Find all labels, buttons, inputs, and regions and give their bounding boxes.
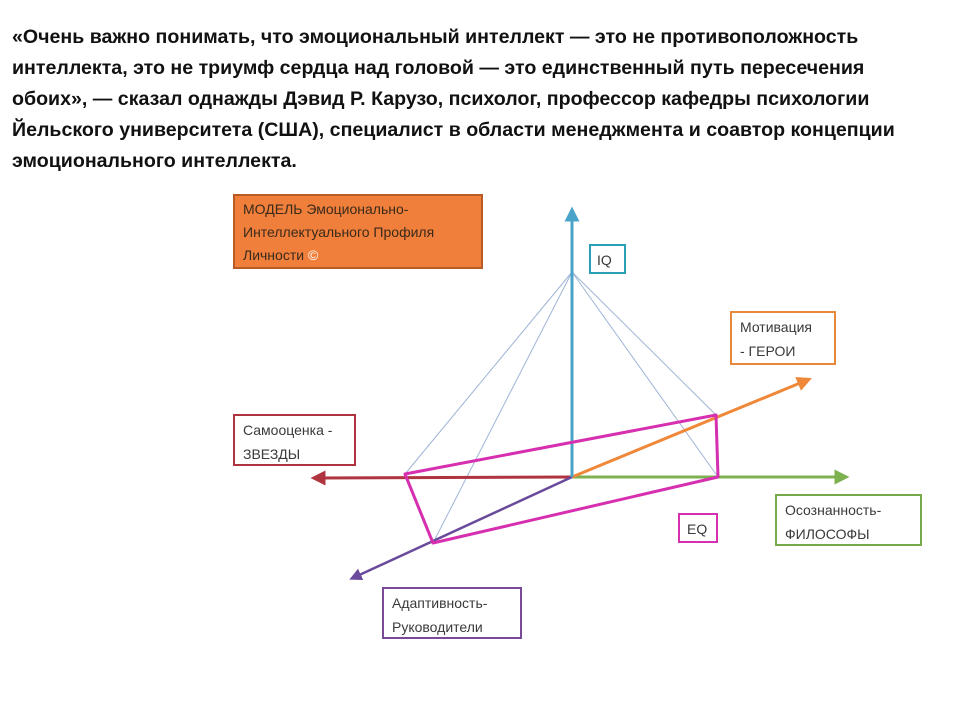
- quote-line-1: «Очень важно понимать, что эмоциональный…: [12, 26, 859, 48]
- quote-line-4: Йельского университета (США), специалист…: [12, 119, 895, 141]
- copyright-mark: ©: [307, 247, 319, 263]
- pyramid-line-front: [432, 271, 573, 544]
- quote-line-3: обоих», — сказал однажды Дэвид Р. Карузо…: [12, 88, 870, 110]
- quote-line-2: интеллекта, это не триумф сердца над гол…: [12, 57, 865, 79]
- adaptivity-label-line-2: Руководители: [392, 619, 483, 635]
- adaptivity-label-box: Адаптивность- Руководители: [382, 587, 522, 639]
- motivation-axis: [571, 376, 812, 479]
- model-title-box: МОДЕЛЬ Эмоционально- Интеллектуального П…: [233, 194, 483, 269]
- self-esteem-label-box: Самооценка - ЗВЕЗДЫ: [233, 414, 356, 466]
- profile-polygon: [403, 413, 720, 545]
- awareness-label-line-1: Осознанность-: [785, 502, 882, 518]
- pyramid-line-back: [571, 271, 717, 416]
- iq-label: IQ: [597, 252, 612, 268]
- model-title-line-1: МОДЕЛЬ Эмоционально-: [243, 201, 409, 217]
- adaptivity-axis: [349, 475, 573, 581]
- quote-text: «Очень важно понимать, что эмоциональный…: [12, 22, 952, 177]
- pyramid-line-right: [571, 271, 719, 478]
- self-esteem-label-line-1: Самооценка -: [243, 422, 333, 438]
- pyramid-lines: [404, 271, 719, 544]
- iq-label-box: IQ: [589, 244, 626, 274]
- adaptivity-label-line-1: Адаптивность-: [392, 595, 488, 611]
- quote-line-5: эмоционального интеллекта.: [12, 150, 297, 172]
- awareness-label-line-2: ФИЛОСОФЫ: [785, 526, 870, 542]
- self-esteem-axis: [310, 470, 573, 486]
- eq-label-box: EQ: [678, 513, 718, 543]
- self-esteem-label-line-2: ЗВЕЗДЫ: [243, 446, 301, 462]
- model-title-line-2: Интеллектуального Профиля: [243, 224, 435, 240]
- model-title-line-3: Личности ©: [243, 244, 473, 267]
- model-title-line-3-text: Личности: [243, 247, 305, 263]
- awareness-label-box: Осознанность- ФИЛОСОФЫ: [775, 494, 922, 546]
- motivation-label-box: Мотивация - ГЕРОИ: [730, 311, 836, 365]
- motivation-label-line-1: Мотивация: [740, 319, 813, 335]
- eq-label: EQ: [687, 521, 708, 537]
- pyramid-line-left: [404, 271, 573, 475]
- motivation-label-line-2: - ГЕРОИ: [740, 343, 796, 359]
